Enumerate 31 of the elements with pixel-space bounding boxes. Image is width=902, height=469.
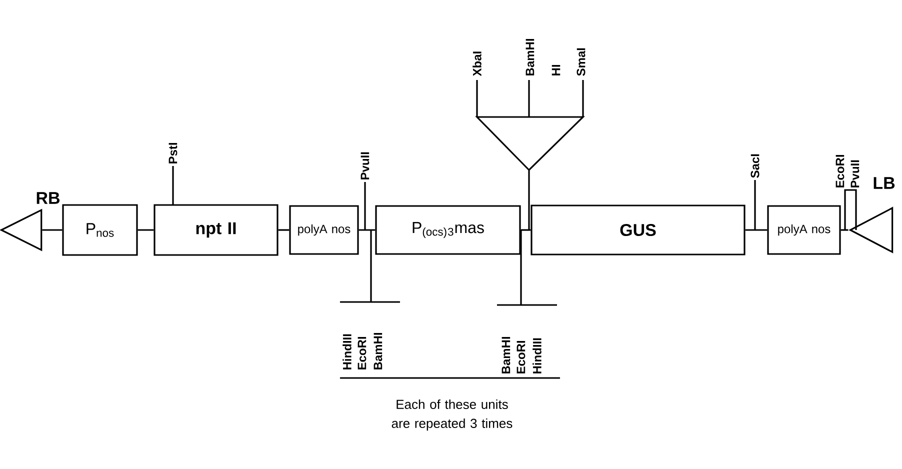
site-label: XbaI — [472, 52, 482, 76]
site-label: PstI — [168, 143, 178, 164]
gene-box: polyA nos — [767, 205, 841, 255]
site-label: EcoRI — [836, 155, 844, 188]
gene-box: npt II — [154, 204, 278, 256]
site-label: BamHI — [374, 333, 382, 370]
backbone-line — [840, 229, 848, 231]
backbone-line — [520, 229, 531, 231]
site-label: SmaI — [576, 48, 586, 76]
site-label: BamHI — [526, 39, 534, 76]
site-label: PvuII — [850, 160, 860, 188]
site-label: EcoRI — [358, 337, 366, 370]
border-label: LB — [874, 177, 895, 189]
backbone-line — [138, 229, 154, 231]
gene-box: P$_{nos}$ — [62, 204, 138, 256]
site-label: HI — [552, 65, 560, 76]
site-label: HindIII — [532, 338, 542, 374]
backbone-line — [278, 229, 290, 231]
site-label: PvuII — [360, 152, 370, 180]
site-label: SacI — [750, 154, 760, 178]
backbone-line — [358, 229, 376, 231]
gene-box: P$_{(ocs)3}$mas — [375, 205, 521, 255]
border-label: RB — [36, 192, 60, 204]
backbone-line — [745, 229, 768, 231]
site-label: EcoRI — [516, 341, 526, 374]
note: Each of these units are repeated 3 times — [392, 399, 512, 431]
site-label: HindIII — [342, 334, 352, 370]
gene-box: GUS — [530, 204, 746, 256]
site-label: BamHI — [502, 337, 510, 374]
gene-box: polyA nos — [289, 205, 359, 255]
backbone-line — [42, 229, 62, 231]
